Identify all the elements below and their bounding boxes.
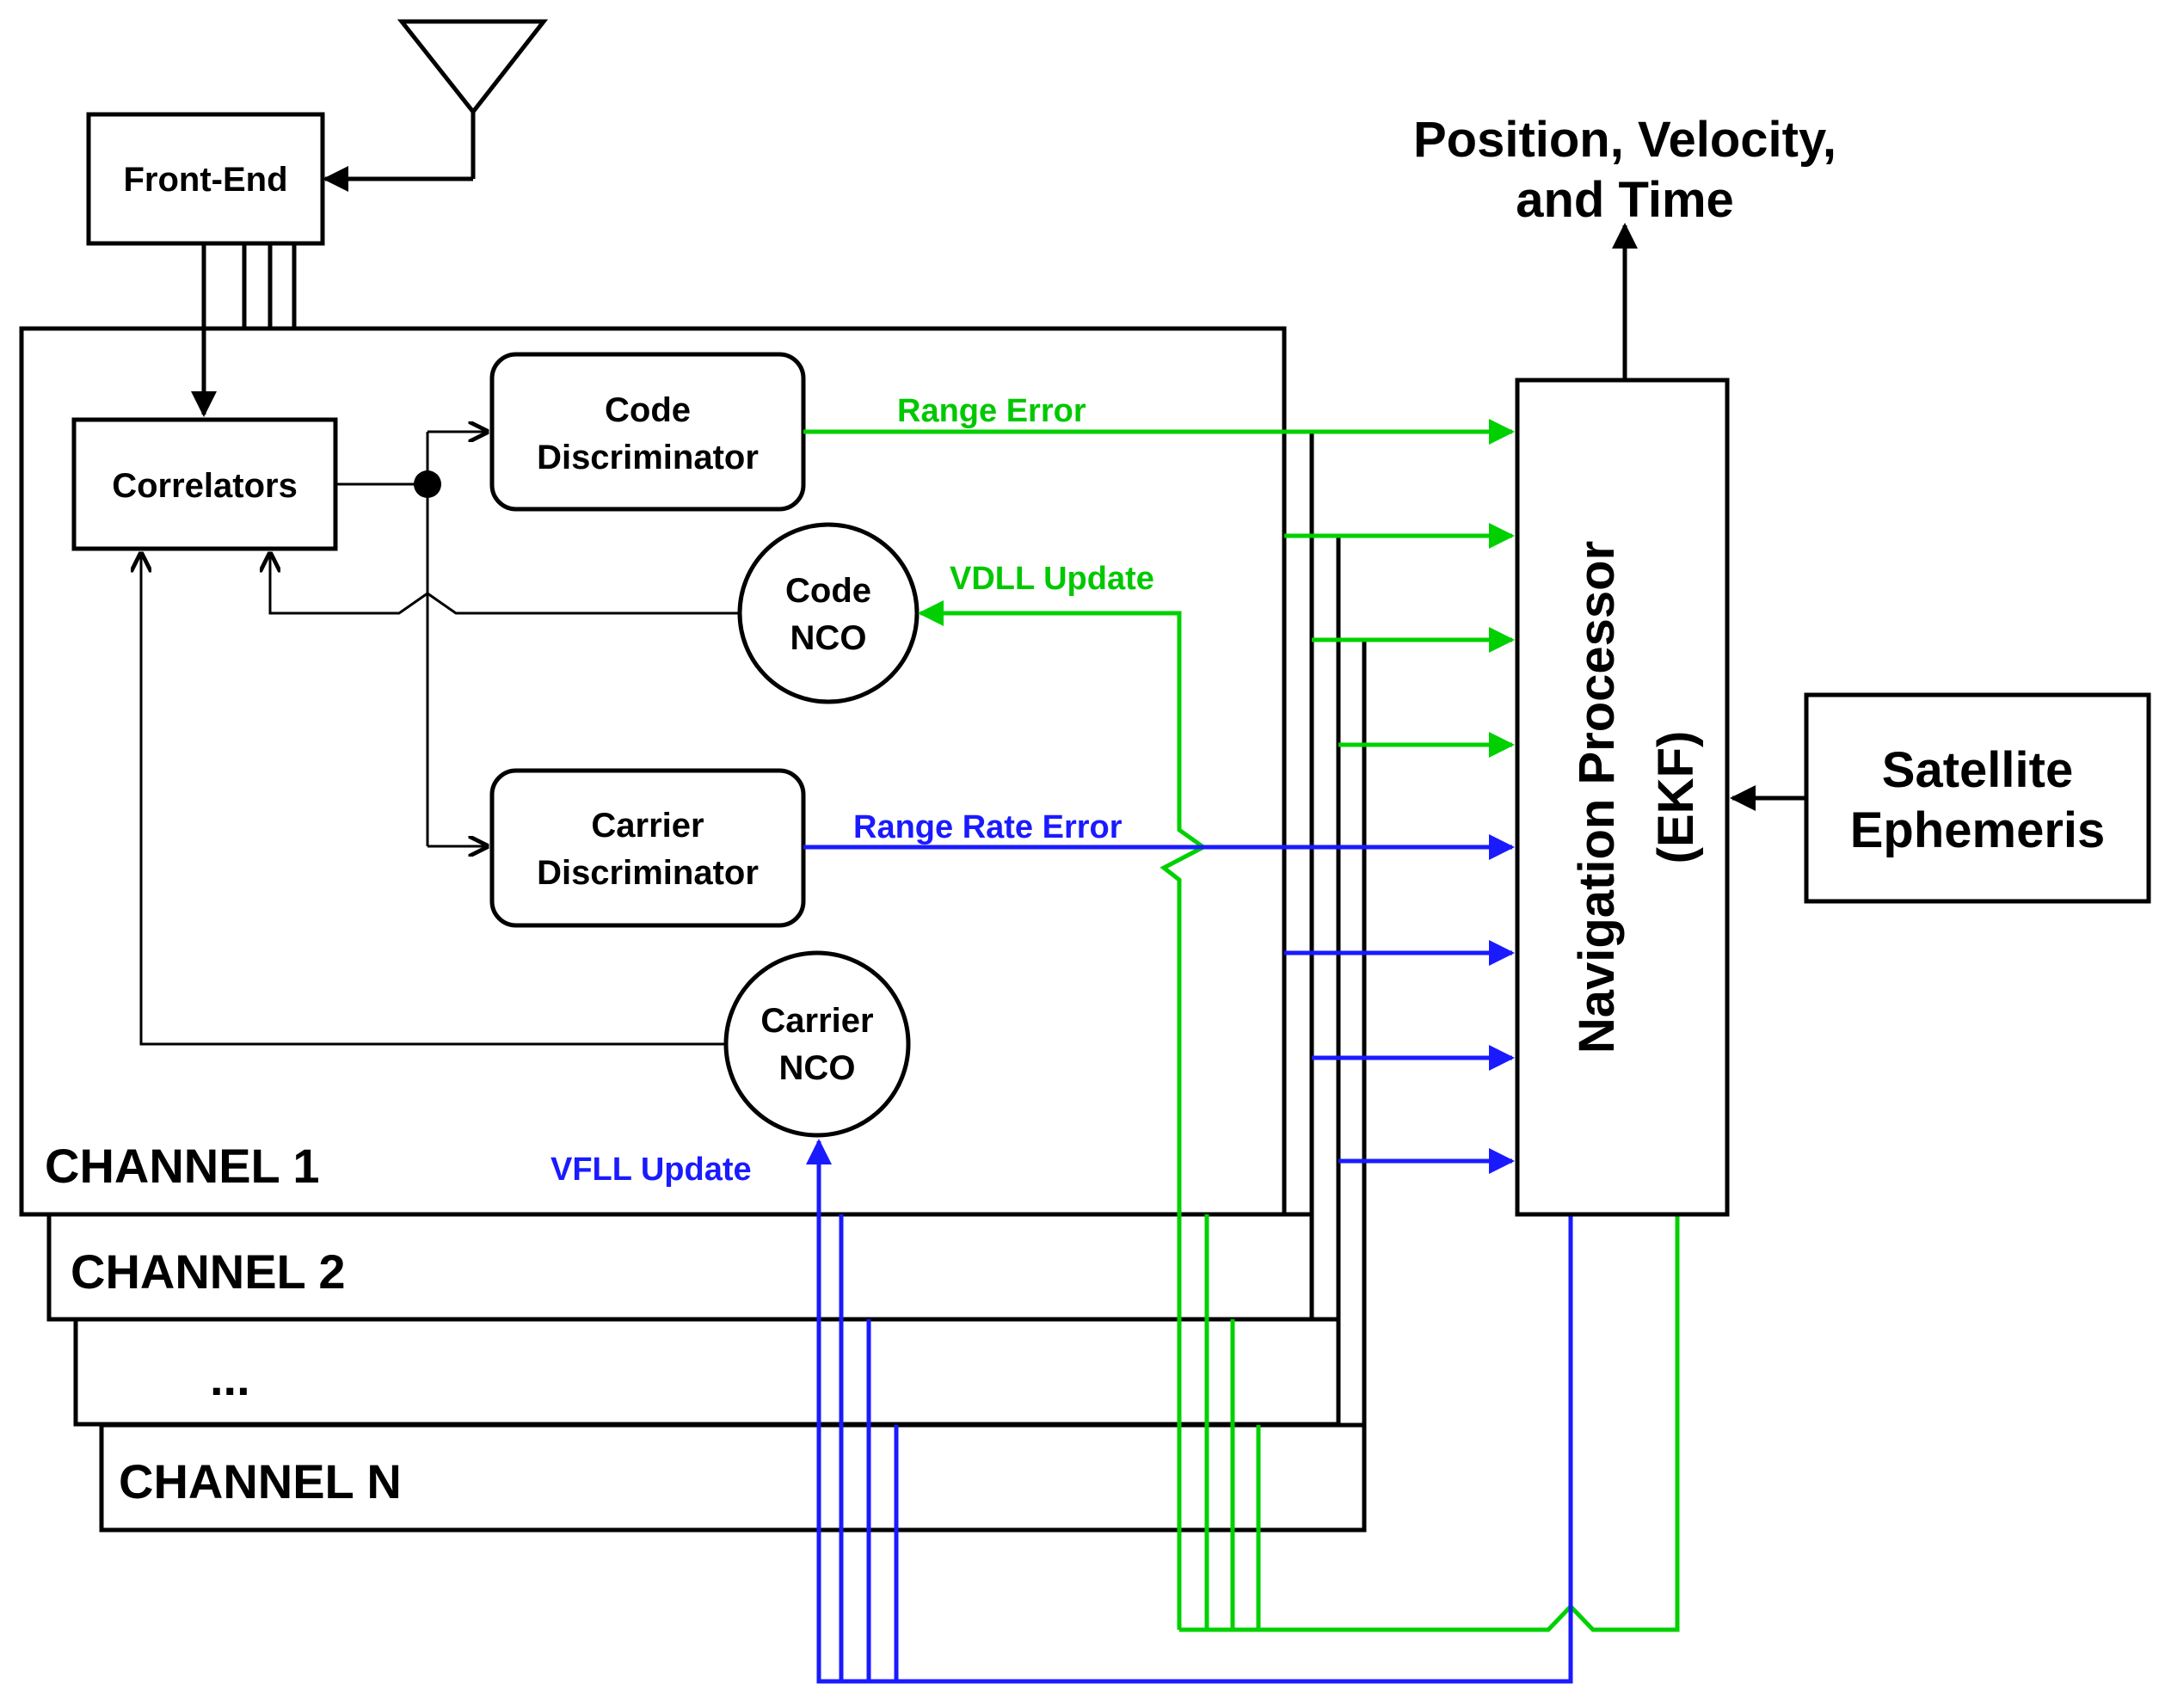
carrier-nco-label-2: NCO bbox=[779, 1049, 856, 1087]
code-nco-label-1: Code bbox=[785, 572, 871, 610]
channel-n-frame bbox=[99, 1422, 1367, 1533]
code-discriminator-label-2: Discriminator bbox=[537, 439, 759, 476]
range-rate-error-label: Range Rate Error bbox=[853, 809, 1123, 845]
channel-ellipsis-frame bbox=[73, 1317, 1341, 1427]
correlators-block bbox=[71, 417, 338, 551]
range-error-label: Range Error bbox=[897, 393, 1086, 429]
carrier-discriminator-block bbox=[489, 768, 806, 928]
correlator-output-wiring bbox=[335, 432, 487, 846]
code-discriminator-label-1: Code bbox=[605, 391, 691, 429]
channel-ellipsis-label: ... bbox=[210, 1351, 250, 1405]
navigation-processor-label-1: Navigation Processor bbox=[1569, 541, 1625, 1054]
channel-2-label: CHANNEL 2 bbox=[71, 1244, 345, 1299]
front-end-block bbox=[86, 112, 325, 246]
vfll-update-label: VFLL Update bbox=[551, 1152, 752, 1188]
pvt-output-label-1: Position, Velocity, bbox=[1413, 112, 1836, 168]
code-nco-feedback-line bbox=[270, 554, 740, 615]
front-end-label: Front-End bbox=[123, 161, 287, 199]
antenna-icon bbox=[323, 19, 549, 192]
satellite-ephemeris-label-2: Ephemeris bbox=[1850, 802, 2106, 858]
carrier-discriminator-label-1: Carrier bbox=[591, 807, 704, 845]
navigation-processor-block bbox=[1515, 378, 1730, 1217]
code-nco-label-2: NCO bbox=[790, 619, 867, 657]
channel-1-label: CHANNEL 1 bbox=[45, 1139, 319, 1193]
carrier-loop-lines bbox=[803, 834, 1573, 1684]
front-end-bus bbox=[191, 243, 297, 417]
code-nco-block bbox=[737, 522, 920, 704]
vdll-update-label: VDLL Update bbox=[950, 561, 1154, 597]
pvt-output-label-2: and Time bbox=[1516, 172, 1734, 228]
channel-n-label: CHANNEL N bbox=[119, 1454, 402, 1508]
code-discriminator-block bbox=[489, 352, 806, 512]
satellite-ephemeris-label-1: Satellite bbox=[1882, 742, 2073, 798]
navigation-processor-label-2: (EKF) bbox=[1648, 731, 1704, 864]
carrier-discriminator-label-2: Discriminator bbox=[537, 854, 759, 892]
carrier-nco-block bbox=[723, 950, 911, 1138]
channel-output-stubs bbox=[1284, 429, 1367, 1425]
carrier-nco-feedback-line bbox=[141, 554, 725, 1046]
satellite-ephemeris-block bbox=[1804, 692, 2151, 904]
code-loop-lines bbox=[803, 419, 1680, 1632]
carrier-nco-label-1: Carrier bbox=[760, 1002, 873, 1040]
correlators-label: Correlators bbox=[112, 467, 298, 505]
